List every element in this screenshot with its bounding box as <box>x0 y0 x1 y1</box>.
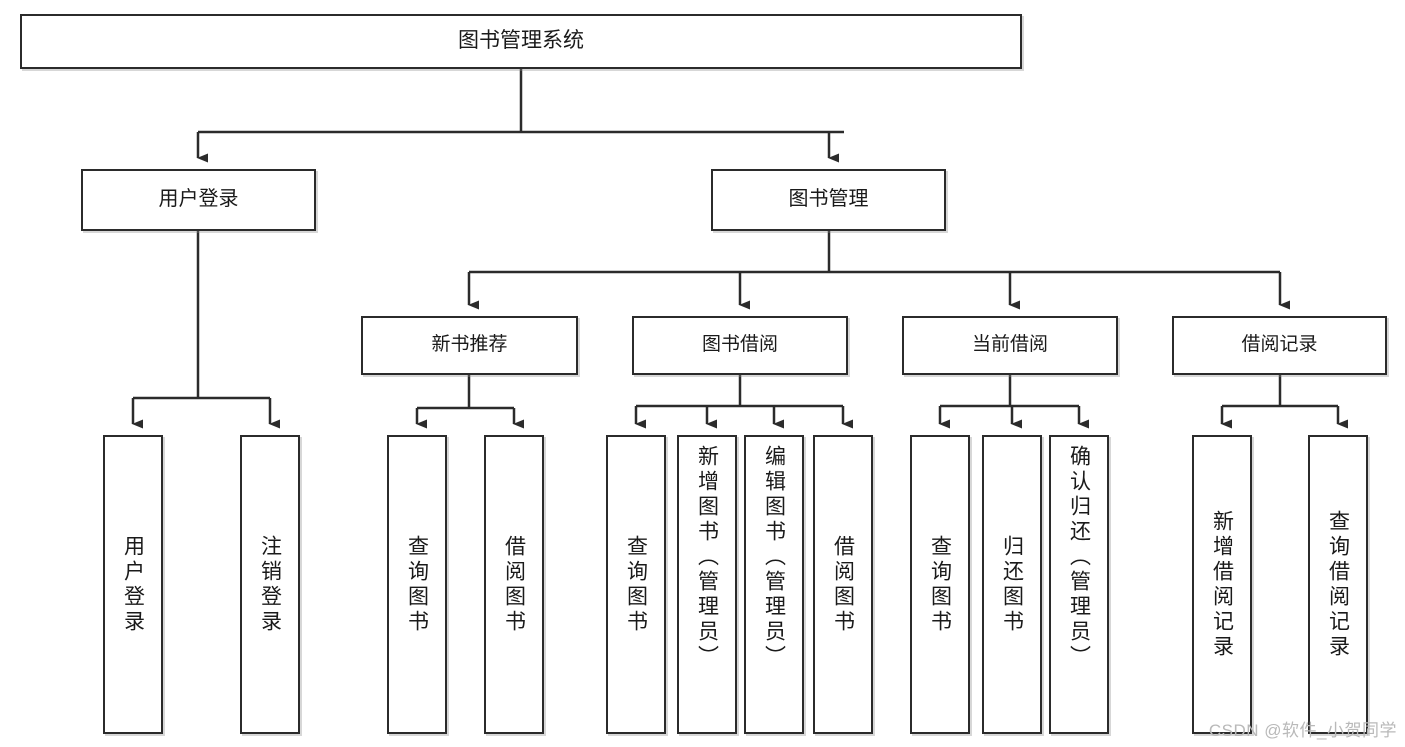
node-leaf-return-book-label: 归还图书 <box>1000 534 1024 635</box>
node-leaf-borrow-book-2[interactable]: 借阅图书 <box>813 435 873 734</box>
node-leaf-edit-book-admin[interactable]: 编辑图书（管理员） <box>744 435 804 734</box>
node-user-login[interactable]: 用户登录 <box>81 169 316 231</box>
node-leaf-confirm-return-admin[interactable]: 确认归还（管理员） <box>1049 435 1109 734</box>
node-user-login-label: 用户登录 <box>158 188 239 211</box>
node-book-borrow[interactable]: 图书借阅 <box>632 316 848 375</box>
node-book-borrow-label: 图书借阅 <box>701 334 778 356</box>
node-leaf-query-book-1-label: 查询图书 <box>405 534 429 635</box>
node-leaf-borrow-book-1[interactable]: 借阅图书 <box>484 435 544 734</box>
node-leaf-query-book-3-label: 查询图书 <box>928 534 952 635</box>
node-new-book-recommend-label: 新书推荐 <box>431 334 508 356</box>
node-current-borrow-label: 当前借阅 <box>971 334 1048 356</box>
node-current-borrow[interactable]: 当前借阅 <box>902 316 1118 375</box>
node-book-manage-label: 图书管理 <box>788 188 869 211</box>
node-leaf-add-borrow-record[interactable]: 新增借阅记录 <box>1192 435 1252 734</box>
node-leaf-query-borrow-record[interactable]: 查询借阅记录 <box>1308 435 1368 734</box>
node-leaf-logout-login[interactable]: 注销登录 <box>240 435 300 734</box>
node-leaf-add-borrow-record-label: 新增借阅记录 <box>1210 509 1234 660</box>
node-leaf-edit-book-admin-label: 编辑图书（管理员） <box>762 445 786 670</box>
node-leaf-add-book-admin[interactable]: 新增图书（管理员） <box>677 435 737 734</box>
node-root[interactable]: 图书管理系统 <box>20 14 1022 69</box>
node-leaf-query-borrow-record-label: 查询借阅记录 <box>1326 509 1350 660</box>
node-leaf-confirm-return-admin-label: 确认归还（管理员） <box>1067 445 1091 670</box>
node-leaf-return-book[interactable]: 归还图书 <box>982 435 1042 734</box>
node-root-label: 图书管理系统 <box>458 29 584 53</box>
node-leaf-query-book-3[interactable]: 查询图书 <box>910 435 970 734</box>
node-leaf-query-book-2-label: 查询图书 <box>624 534 648 635</box>
node-borrow-record-label: 借阅记录 <box>1241 334 1318 356</box>
node-leaf-query-book-2[interactable]: 查询图书 <box>606 435 666 734</box>
node-leaf-borrow-book-2-label: 借阅图书 <box>831 534 855 635</box>
node-leaf-borrow-book-1-label: 借阅图书 <box>502 534 526 635</box>
node-leaf-query-book-1[interactable]: 查询图书 <box>387 435 447 734</box>
node-leaf-logout-login-label: 注销登录 <box>258 534 282 635</box>
node-leaf-user-login-label: 用户登录 <box>121 534 145 635</box>
node-borrow-record[interactable]: 借阅记录 <box>1172 316 1387 375</box>
node-book-manage[interactable]: 图书管理 <box>711 169 946 231</box>
node-leaf-add-book-admin-label: 新增图书（管理员） <box>695 445 719 670</box>
node-new-book-recommend[interactable]: 新书推荐 <box>361 316 578 375</box>
watermark: CSDN @软件_小贺同学 <box>1208 721 1397 740</box>
node-leaf-user-login[interactable]: 用户登录 <box>103 435 163 734</box>
